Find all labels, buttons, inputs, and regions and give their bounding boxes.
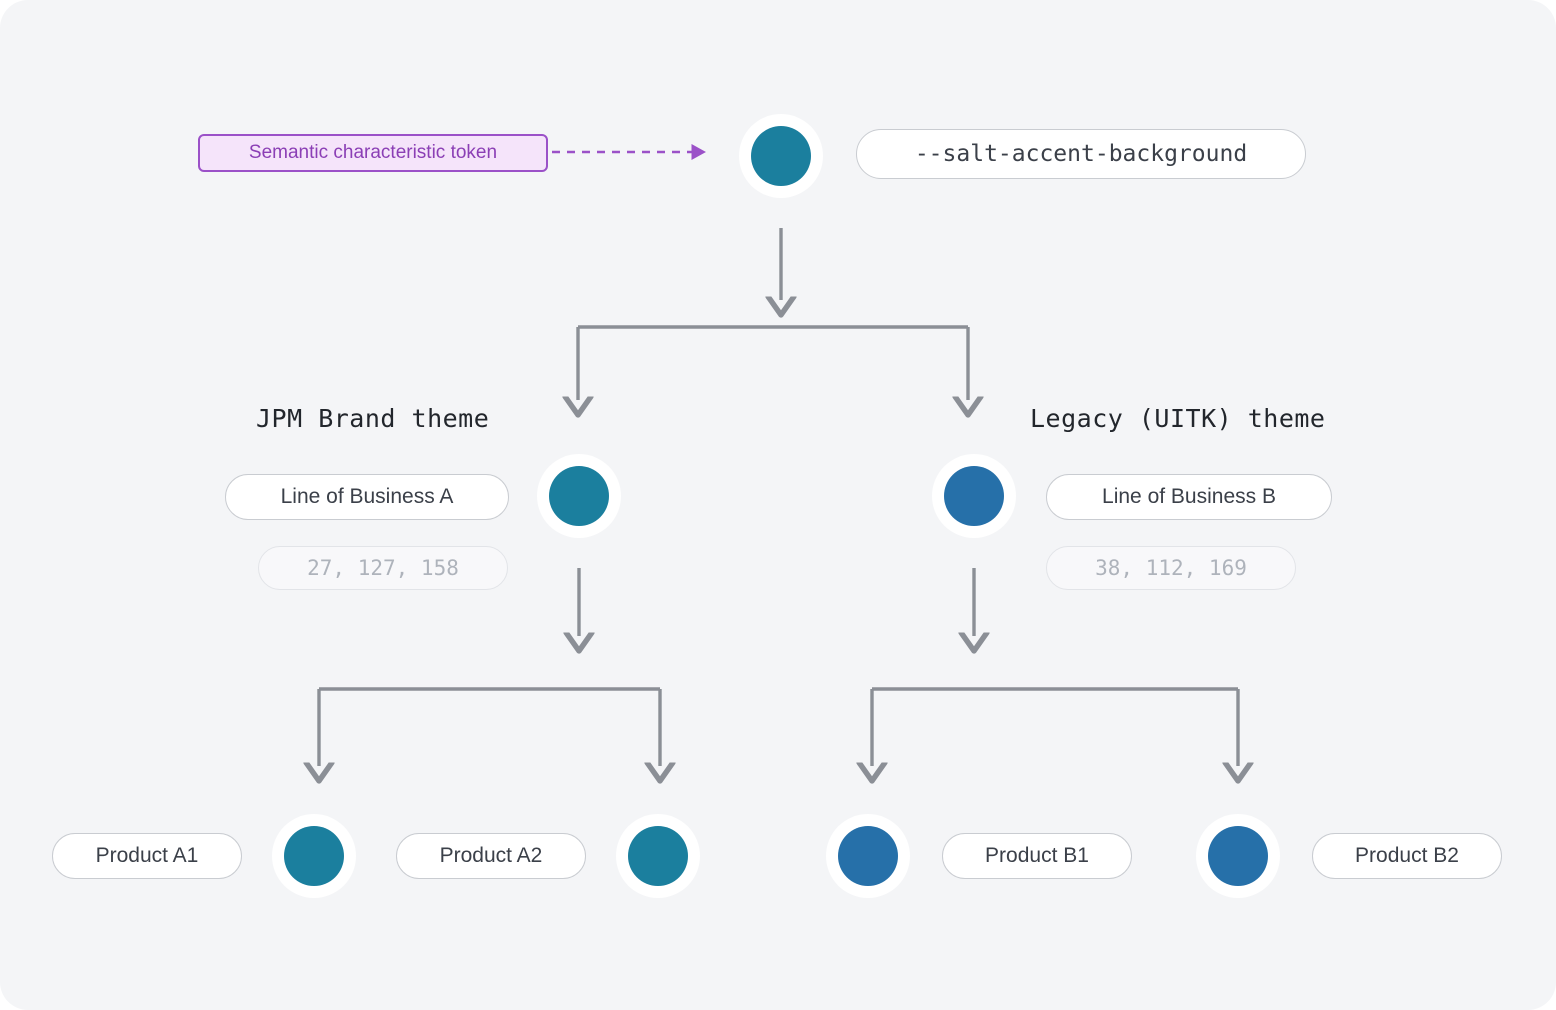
theme-caption-left-text: JPM Brand theme	[256, 404, 490, 433]
product-b2-label: Product B2	[1355, 844, 1459, 867]
color-swatch-circle-product-a2	[628, 826, 688, 886]
product-a1-swatch[interactable]	[272, 814, 356, 898]
lob-a-rgb-pill: 27, 127, 158	[258, 546, 508, 590]
semantic-characteristic-token-callout: Semantic characteristic token	[198, 134, 548, 172]
lob-b-swatch[interactable]	[932, 454, 1016, 538]
callout-label: Semantic characteristic token	[248, 142, 498, 163]
theme-caption-right-text: Legacy (UITK) theme	[1030, 404, 1326, 433]
product-a1-label: Product A1	[95, 844, 199, 867]
color-swatch-circle-product-b1	[838, 826, 898, 886]
product-b1-label-pill[interactable]: Product B1	[942, 833, 1132, 879]
lob-a-swatch[interactable]	[537, 454, 621, 538]
product-a2-label-pill[interactable]: Product A2	[396, 833, 586, 879]
root-token-name-pill[interactable]: --salt-accent-background	[856, 129, 1306, 179]
root-token-name: --salt-accent-background	[914, 141, 1248, 167]
product-b1-swatch[interactable]	[826, 814, 910, 898]
lob-b-rgb-pill: 38, 112, 169	[1046, 546, 1296, 590]
root-token-swatch[interactable]	[739, 114, 823, 198]
product-b1-label: Product B1	[985, 844, 1089, 867]
lob-b-label-pill[interactable]: Line of Business B	[1046, 474, 1332, 520]
lob-a-label-pill[interactable]: Line of Business A	[225, 474, 509, 520]
color-swatch-circle-product-a1	[284, 826, 344, 886]
lob-a-label: Line of Business A	[280, 485, 454, 508]
connector-fork-level-2-right	[872, 687, 1238, 766]
color-swatch-circle-lob-b	[944, 466, 1004, 526]
color-swatch-circle-root	[751, 126, 811, 186]
product-a2-label: Product A2	[439, 844, 543, 867]
product-a2-swatch[interactable]	[616, 814, 700, 898]
product-a1-label-pill[interactable]: Product A1	[52, 833, 242, 879]
lob-a-rgb-value: 27, 127, 158	[307, 556, 459, 580]
connector-fork-level-1	[578, 325, 968, 400]
theme-caption-right: Legacy (UITK) theme	[1030, 404, 1325, 433]
lob-b-rgb-value: 38, 112, 169	[1095, 556, 1247, 580]
color-swatch-circle-lob-a	[549, 466, 609, 526]
theme-caption-left: JPM Brand theme	[256, 404, 489, 433]
product-b2-label-pill[interactable]: Product B2	[1312, 833, 1502, 879]
connector-fork-level-2-left	[319, 687, 660, 766]
color-swatch-circle-product-b2	[1208, 826, 1268, 886]
lob-b-label: Line of Business B	[1102, 485, 1276, 508]
product-b2-swatch[interactable]	[1196, 814, 1280, 898]
